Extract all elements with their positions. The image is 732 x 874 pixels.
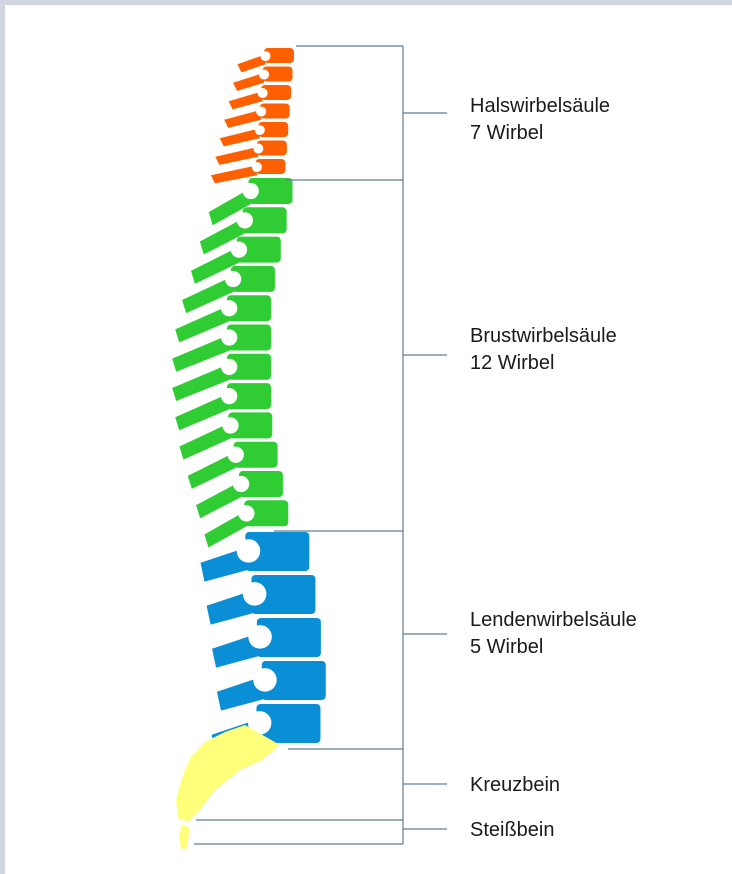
lumbar-vertebra-3 [212,618,321,668]
cervical-vertebra-3-process [229,91,263,109]
thoracic-vertebra-6-foramen [221,329,237,345]
spine-illustration [172,48,326,850]
region-name-thoracic: Brustwirbelsäule [470,323,617,350]
thoracic-vertebra-8-process [175,393,229,430]
lumbar-vertebra-2-foramen [243,582,267,606]
region-count-thoracic: 12 Wirbel [470,350,617,377]
region-name-cervical: Halswirbelsäule [470,93,610,120]
cervical-vertebra-3-foramen [258,88,268,98]
thoracic-vertebra-5-foramen [221,300,237,316]
bracket-lines [194,46,447,844]
cervical-vertebra-6-foramen [253,144,263,154]
cervical-vertebra-2-foramen [259,70,269,80]
lumbar-vertebra-3-foramen [248,625,272,649]
label-sacrum: Kreuzbein [470,772,560,799]
cervical-vertebra-1-foramen [260,51,270,61]
label-lumbar: Lendenwirbelsäule 5 Wirbel [470,607,637,661]
thoracic-vertebra-11-foramen [233,476,249,492]
label-thoracic: Brustwirbelsäule 12 Wirbel [470,323,617,377]
lumbar-vertebra-2 [207,575,316,625]
lumbar-vertebra-4-foramen [253,668,277,692]
lumbar-vertebra-4 [217,661,326,711]
cervical-vertebra-7-foramen [252,162,262,172]
thoracic-vertebra-9-foramen [222,417,238,433]
coccyx [179,824,190,850]
lumbar-vertebra-1-foramen [237,539,261,563]
region-name-sacrum: Kreuzbein [470,772,560,799]
thoracic-vertebra-10-foramen [228,447,244,463]
thoracic-vertebra-3-foramen [231,242,247,258]
thoracic-vertebra-12-foramen [238,505,254,521]
region-name-lumbar: Lendenwirbelsäule [470,607,637,634]
region-count-lumbar: 5 Wirbel [470,634,637,661]
cervical-vertebra-4-foramen [256,107,266,117]
thoracic-vertebra-7-foramen [221,359,237,375]
cervical-vertebra-5-process [220,128,260,146]
region-count-cervical: 7 Wirbel [470,120,610,147]
thoracic-vertebra-8-foramen [221,388,237,404]
thoracic-vertebra-1-foramen [243,183,259,199]
sacrum [176,725,280,822]
thoracic-vertebra-4-foramen [225,271,241,287]
thoracic-vertebra-2-foramen [237,212,253,228]
label-cervical: Halswirbelsäule 7 Wirbel [470,93,610,147]
label-coccyx: Steißbein [470,817,555,844]
cervical-vertebra-6-process [215,147,258,165]
region-name-coccyx: Steißbein [470,817,555,844]
cervical-vertebra-5-foramen [255,125,265,135]
cervical-vertebra-4-process [224,110,261,128]
thoracic-vertebra-5-process [175,305,229,342]
